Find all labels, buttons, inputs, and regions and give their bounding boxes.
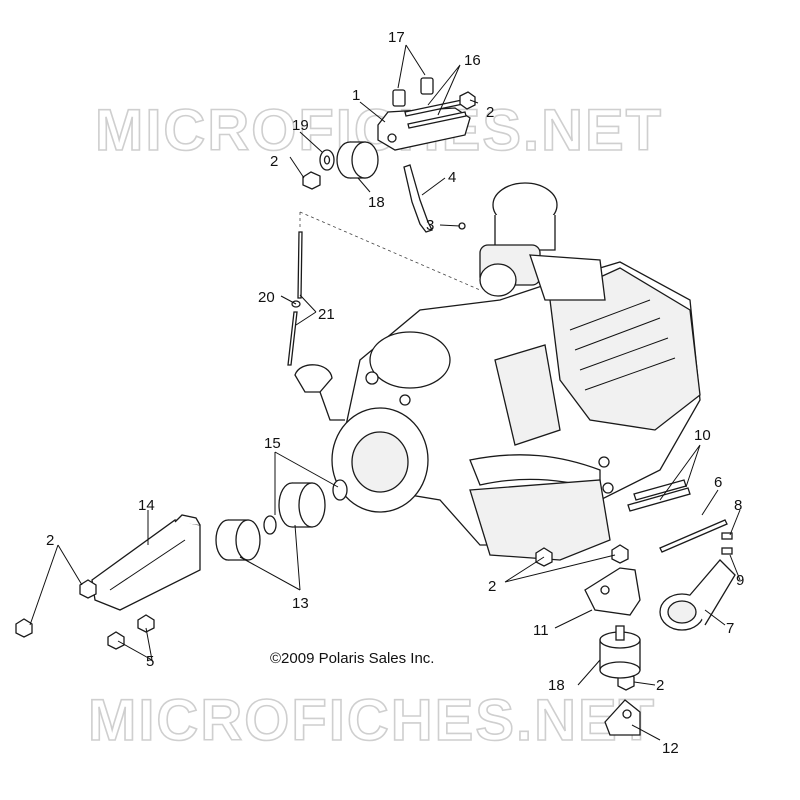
left-rubber-mounts <box>215 482 326 561</box>
callout-2-top-left: 2 <box>270 153 278 170</box>
callout-labels: 17 16 1 2 19 2 18 4 3 20 21 15 14 2 13 5… <box>46 29 744 757</box>
callout-20: 20 <box>258 289 275 306</box>
callout-2-left: 2 <box>46 532 54 549</box>
leader-lines <box>29 44 741 741</box>
dipstick-rod <box>287 231 303 366</box>
callout-8: 8 <box>734 497 742 514</box>
callout-17: 17 <box>388 29 405 46</box>
callout-18-bottom: 18 <box>548 677 565 694</box>
rear-mount-bracket <box>584 567 641 616</box>
callout-7: 7 <box>726 620 734 637</box>
callout-3: 3 <box>426 217 434 234</box>
front-engine-mount-bracket <box>91 514 201 611</box>
left-nuts <box>15 579 155 650</box>
upper-rubber-mount <box>336 141 379 179</box>
mount-bolts <box>392 77 434 107</box>
callout-6: 6 <box>714 474 722 491</box>
upper-nut-left <box>302 171 321 190</box>
callout-14: 14 <box>138 497 155 514</box>
intake-boot <box>659 559 736 631</box>
callout-5: 5 <box>146 653 154 670</box>
callout-11: 11 <box>533 622 549 639</box>
callout-2-center: 2 <box>488 578 496 595</box>
carburetor <box>479 182 606 301</box>
callout-2-top-right: 2 <box>486 104 494 121</box>
upper-washer <box>319 149 335 171</box>
callout-2-bottom: 2 <box>656 677 664 694</box>
callout-9: 9 <box>736 572 744 589</box>
callout-19: 19 <box>292 117 309 134</box>
top-nut-right <box>459 91 476 110</box>
hose-clamps <box>659 519 733 555</box>
callout-10: 10 <box>694 427 711 444</box>
mount-studs <box>627 479 691 512</box>
left-washers <box>263 479 348 535</box>
bottom-bracket <box>604 699 641 736</box>
callout-16: 16 <box>464 52 481 69</box>
engine-assembly <box>294 182 701 561</box>
breather-hose <box>403 164 433 233</box>
rear-rubber-mount <box>599 625 641 679</box>
callout-12: 12 <box>662 740 679 757</box>
copyright-notice: ©2009 Polaris Sales Inc. <box>270 650 434 667</box>
callout-21: 21 <box>318 306 335 323</box>
callout-1: 1 <box>352 87 360 104</box>
callout-18-top: 18 <box>368 194 385 211</box>
callout-15: 15 <box>264 435 281 452</box>
watermark-bottom: MICROFICHES.NET <box>88 688 656 753</box>
callout-4: 4 <box>448 169 456 186</box>
callout-13: 13 <box>292 595 309 612</box>
